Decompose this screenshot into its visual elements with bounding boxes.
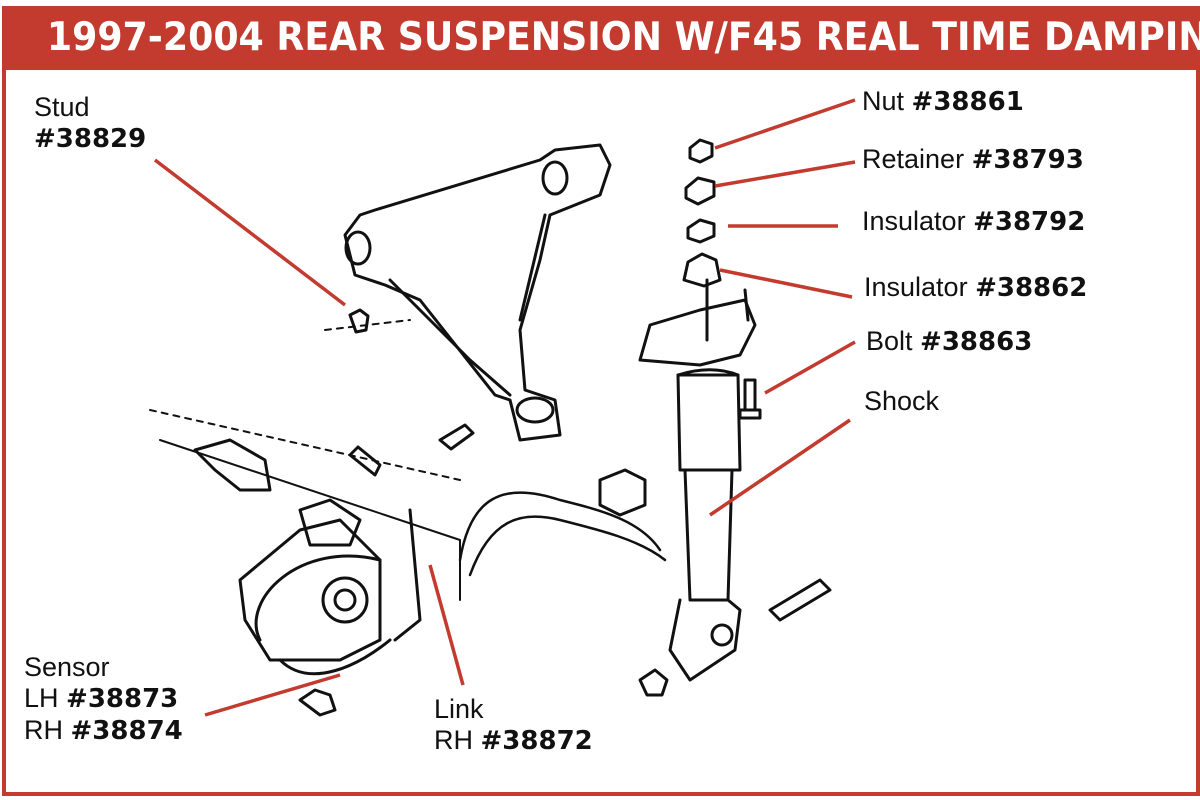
label-name: Insulator (862, 206, 966, 236)
label-retainer: Retainer #38793 (862, 144, 1084, 176)
part-number-lh: #38873 (66, 684, 179, 714)
label-bolt: Bolt #38863 (866, 326, 1032, 358)
label-name: Insulator (864, 272, 968, 302)
label-shock: Shock (864, 386, 939, 417)
label-name: Nut (862, 86, 905, 116)
retainer-part (684, 176, 716, 206)
label-name: Sensor (24, 652, 110, 682)
wire-harness (458, 491, 667, 577)
side-rh: RH (24, 715, 63, 745)
part-number: #38829 (34, 124, 147, 154)
label-link: Link RH #38872 (434, 694, 593, 757)
title-text: 1997-2004 REAR SUSPENSION W/F45 REAL TIM… (46, 15, 1200, 60)
label-nut: Nut #38861 (862, 86, 1024, 118)
label-insulator-lower: Insulator #38862 (864, 272, 1087, 304)
insulator-upper-part (686, 218, 716, 244)
part-number: #38793 (971, 145, 1084, 175)
part-number: #38792 (973, 207, 1086, 237)
label-name: Bolt (866, 326, 913, 356)
label-name: Link (434, 694, 484, 724)
shock-absorber (638, 278, 757, 682)
part-number-rh: #38874 (70, 716, 183, 746)
part-number: #38863 (920, 327, 1033, 357)
label-stud: Stud #38829 (34, 92, 146, 155)
bolt-part (738, 378, 762, 420)
label-insulator-upper: Insulator #38792 (862, 206, 1085, 238)
label-sensor: Sensor LH #38873 RH #38874 (24, 652, 183, 747)
part-number: #38861 (911, 87, 1024, 117)
label-name: Retainer (862, 144, 965, 174)
insulator-lower-part (682, 252, 722, 288)
stud-part (348, 308, 370, 334)
page-title: 1997-2004 REAR SUSPENSION W/F45 REAL TIM… (2, 6, 1200, 70)
label-name: Shock (864, 386, 940, 416)
leader-lines (153, 98, 856, 717)
side-lh: LH (24, 683, 59, 713)
part-number: #38872 (480, 726, 593, 756)
side-rh: RH (434, 725, 473, 755)
nut-part (688, 138, 714, 164)
upper-control-arm (343, 143, 612, 442)
label-name: Stud (34, 92, 90, 122)
part-number: #38862 (975, 273, 1088, 303)
sensor-assembly (193, 423, 475, 717)
